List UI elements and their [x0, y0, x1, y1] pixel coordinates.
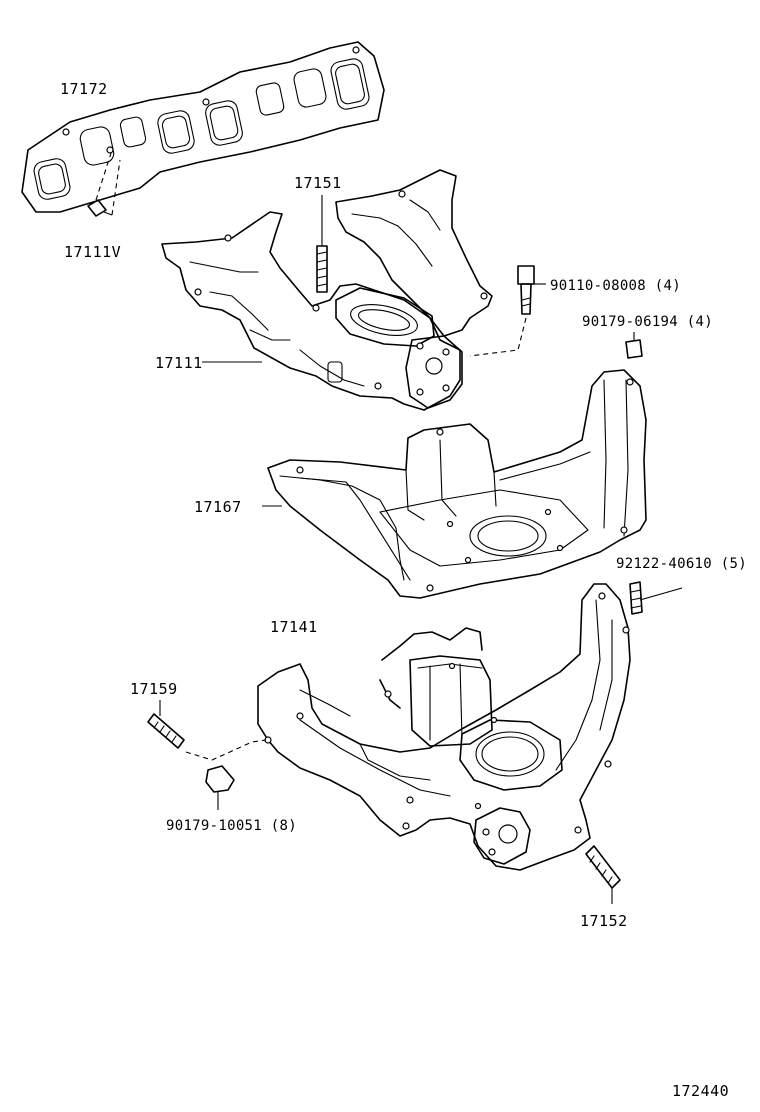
label-90179-06194: 90179-06194 (4) [582, 314, 713, 330]
label-17151: 17151 [294, 174, 342, 192]
label-17172: 17172 [60, 80, 108, 98]
gasket-17172 [21, 41, 385, 213]
figure-number: 172440 [672, 1082, 729, 1100]
plate-17167 [267, 369, 647, 599]
label-90110-08008: 90110-08008 (4) [550, 278, 681, 294]
dowel-pin-17111V [87, 149, 121, 217]
stud-17151 [316, 195, 328, 293]
label-17111: 17111 [155, 354, 203, 372]
stud-17152 [585, 845, 621, 904]
nut-90179-06194 [625, 332, 643, 359]
nut-90179-10051 [185, 739, 267, 810]
stud-17159 [147, 700, 185, 749]
label-17167: 17167 [194, 498, 242, 516]
stud-92122-40610 [629, 581, 683, 615]
bolt-90110-08008 [469, 265, 546, 357]
intake-manifold-17111 [161, 169, 493, 411]
label-17152: 17152 [580, 912, 628, 930]
leader-lines [202, 361, 282, 507]
label-17141: 17141 [270, 618, 318, 636]
label-92122-40610: 92122-40610 (5) [616, 556, 747, 572]
label-90179-10051: 90179-10051 (8) [166, 818, 297, 834]
label-17159: 17159 [130, 680, 178, 698]
label-17111V: 17111V [64, 243, 121, 261]
manifold-17141 [257, 583, 631, 871]
